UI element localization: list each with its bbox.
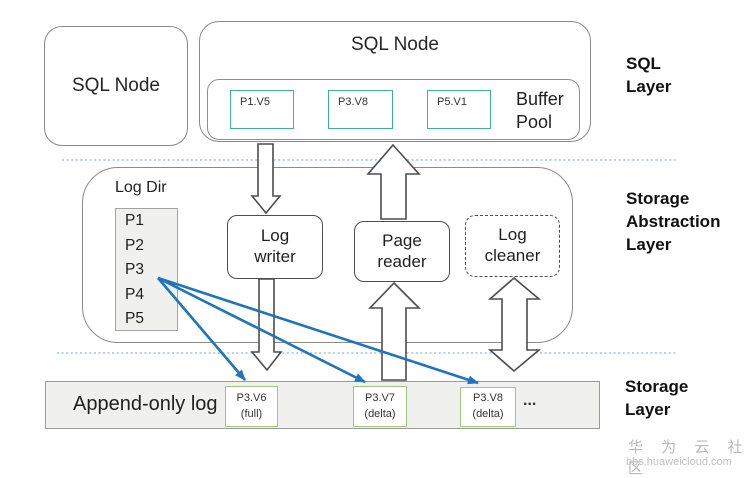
buffer-pool-box: P1.V5 P3.V8 P5.V1 Buffer Pool bbox=[207, 79, 580, 140]
append-only-log-label: Append-only log bbox=[73, 393, 218, 415]
log-dir-panel: P1 P2 P3 P4 P5 bbox=[115, 208, 178, 331]
sql-node-left-box: SQL Node bbox=[44, 26, 188, 146]
log-entry-p3v8: P3.V8 (delta) bbox=[460, 387, 516, 427]
watermark-community: 华 为 云 社 区 bbox=[628, 439, 750, 477]
log-dir-page: P1 bbox=[125, 212, 144, 229]
sql-node-right-label: SQL Node bbox=[350, 34, 439, 55]
log-dir-label: Log Dir bbox=[115, 179, 167, 196]
log-cleaner-box: Log cleaner bbox=[465, 215, 560, 277]
log-entry-p3v7: P3.V7 (delta) bbox=[353, 386, 407, 427]
log-entry-p3v6: P3.V6 (full) bbox=[225, 386, 278, 427]
log-dir-page: P2 bbox=[125, 236, 144, 254]
storage-layer-label: Storage Layer bbox=[625, 377, 689, 419]
append-only-log-bar: Append-only log P3.V6 (full) P3.V7 (delt… bbox=[45, 381, 600, 429]
buffer-page-p3v8: P3.V8 bbox=[328, 90, 393, 129]
log-dir-page: P5 bbox=[125, 310, 144, 328]
sql-node-left-label: SQL Node bbox=[71, 75, 160, 96]
sql-node-right-box: SQL Node P1.V5 P3.V8 P5.V1 Buffer Pool bbox=[199, 21, 591, 142]
buffer-page-p5v1: P5.V1 bbox=[427, 90, 491, 129]
log-dir-page: P4 bbox=[125, 285, 144, 303]
watermark-url: bbs.huaweicloud.com bbox=[626, 456, 732, 468]
sql-layer-label: SQL Layer bbox=[626, 54, 672, 96]
log-entries-ellipsis: ... bbox=[523, 392, 537, 409]
log-dir-page: P3 bbox=[125, 261, 144, 279]
storage-abstraction-layer-label: Storage Abstraction Layer bbox=[626, 189, 721, 254]
storage-abstraction-box: Log Dir P1 P2 P3 P4 P5 Log writer Page r… bbox=[82, 167, 573, 343]
log-writer-box: Log writer bbox=[227, 215, 323, 279]
buffer-page-p1v5: P1.V5 bbox=[230, 90, 294, 129]
page-reader-box: Page reader bbox=[354, 221, 450, 282]
buffer-pool-label: Buffer Pool bbox=[516, 89, 564, 132]
